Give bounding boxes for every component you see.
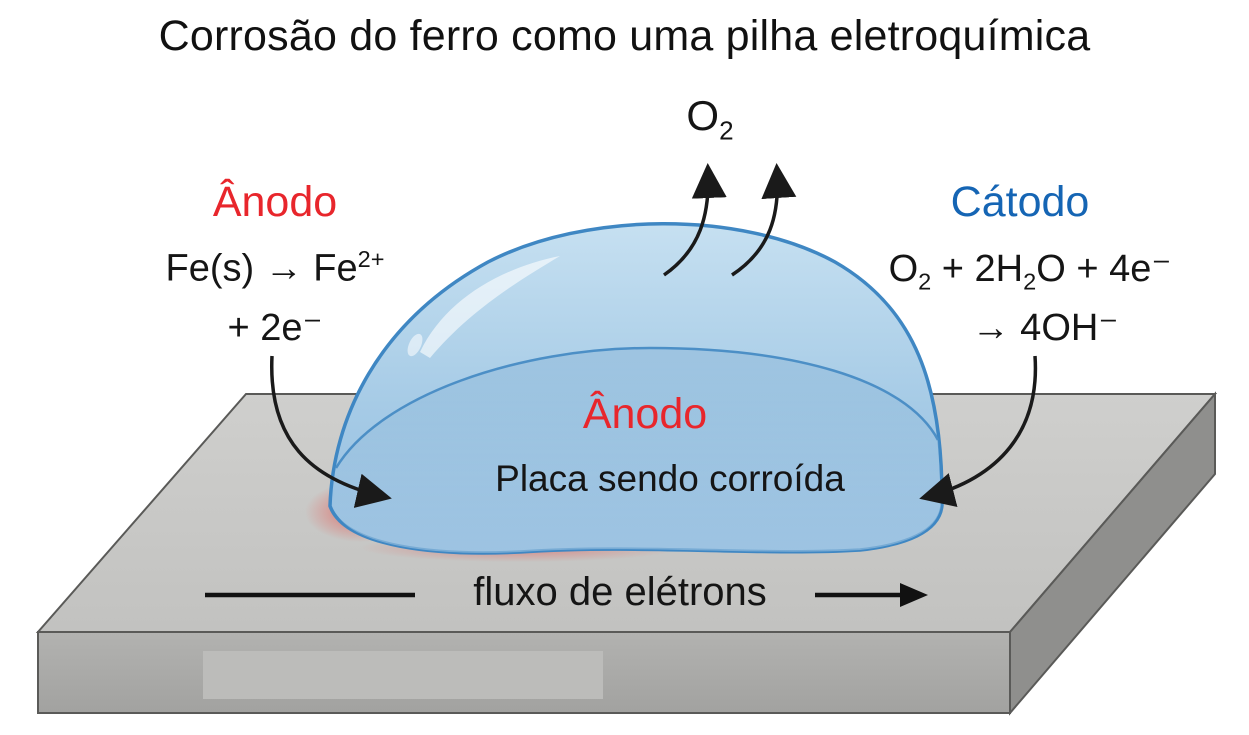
water-drop-rim-line (334, 346, 940, 469)
oxygen-gas-label: O2 (686, 92, 734, 146)
anode-equation-line2: + 2e⁻ (227, 307, 323, 349)
plate-side-face (1009, 391, 1216, 716)
cathode-electron-arrow (919, 355, 1038, 507)
plate-corroding-label: Placa sendo corroída (495, 458, 845, 499)
anode-title-left: Ânodo (212, 178, 338, 226)
water-drop-highlight (420, 256, 560, 358)
plate-front-patch (203, 651, 603, 699)
electron-flow-arrowhead (900, 583, 928, 607)
cathode-equation-line1: O2 + 2H2O + 4e⁻ (888, 248, 1172, 295)
cathode-equation-line2: → 4OH⁻ (971, 307, 1119, 349)
diagram-title: Corrosão do ferro como uma pilha eletroq… (158, 12, 1091, 60)
oxygen-arrow-left (663, 163, 727, 277)
cathode-title: Cátodo (950, 178, 1090, 226)
electron-flow-label: fluxo de elétrons (473, 570, 767, 614)
anode-electron-arrow (270, 355, 392, 508)
oxygen-arrow-right (731, 163, 797, 277)
anode-equation-line1: Fe(s) → Fe2+ (165, 246, 385, 290)
drop-anode-label: Ânodo (582, 390, 708, 438)
water-drop-sparkle (407, 333, 423, 357)
water-drop (328, 222, 944, 555)
water-drop-inner-rim (333, 348, 941, 553)
